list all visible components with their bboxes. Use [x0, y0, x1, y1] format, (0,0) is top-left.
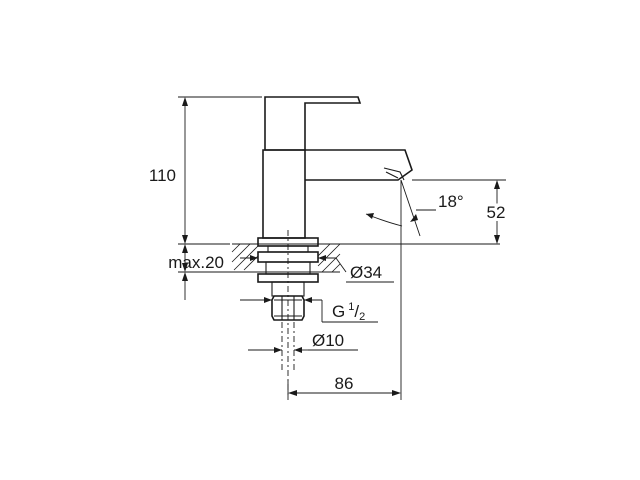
dim-o10: Ø10	[248, 331, 358, 353]
thread-main: G	[332, 302, 345, 321]
max-thickness-label: max.20	[168, 253, 224, 272]
thread-sub: 2	[359, 311, 365, 323]
dim-18deg: 18°	[365, 179, 464, 237]
dim-86: 86	[287, 180, 402, 400]
thread-sup: 1	[348, 301, 354, 313]
height-110-label: 110	[149, 166, 176, 185]
supply-pipe	[281, 230, 295, 395]
spout-height-52-label: 52	[487, 203, 506, 222]
spout-angle-label: 18°	[438, 192, 464, 211]
dim-52: 52	[412, 179, 508, 244]
pipe-diameter-label: Ø10	[312, 331, 344, 350]
faucet-outline	[262, 96, 413, 239]
dim-max20: max.20	[168, 244, 232, 300]
flange-diameter-label: Ø34	[350, 263, 382, 282]
dim-o34: Ø34	[240, 255, 394, 283]
mounting-shank	[257, 237, 319, 321]
dim-110: 110	[149, 96, 262, 245]
projection-86-label: 86	[335, 374, 354, 393]
